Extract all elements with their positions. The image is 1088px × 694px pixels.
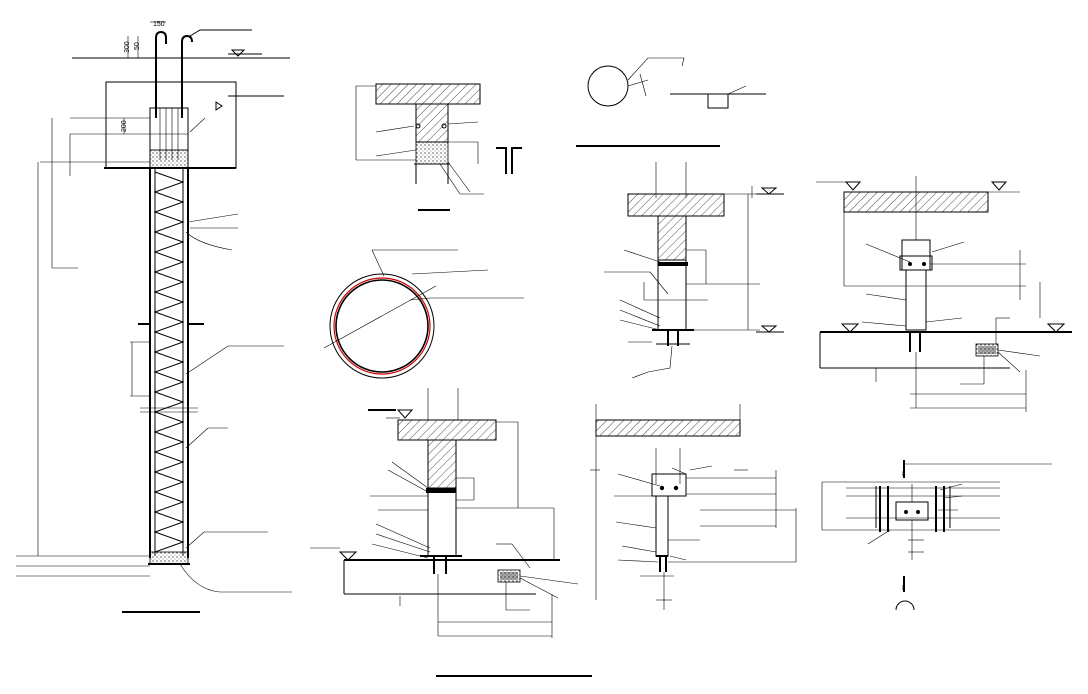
section-mark-bottom: I [902, 585, 904, 592]
beam-column-joint-detail-2 [590, 404, 797, 610]
small-circle-detail [576, 57, 766, 147]
dim-label-200: 200 [121, 120, 128, 132]
section-mark-top: I [902, 471, 904, 478]
circular-pile-section [323, 249, 524, 379]
beam-column-footing-detail [310, 388, 592, 677]
beam-pilecap-detail-1 [816, 176, 1072, 412]
pile-elevation-detail: 150 300 50 200 [16, 21, 292, 613]
pile-plan-detail: I I [821, 460, 1052, 611]
dim-label-50: 50 [134, 42, 141, 50]
dim-label-150: 150 [153, 21, 165, 28]
tbeam-section-detail [355, 83, 522, 211]
beam-column-joint-detail-1 [604, 162, 784, 379]
dim-label-300: 300 [124, 41, 131, 53]
